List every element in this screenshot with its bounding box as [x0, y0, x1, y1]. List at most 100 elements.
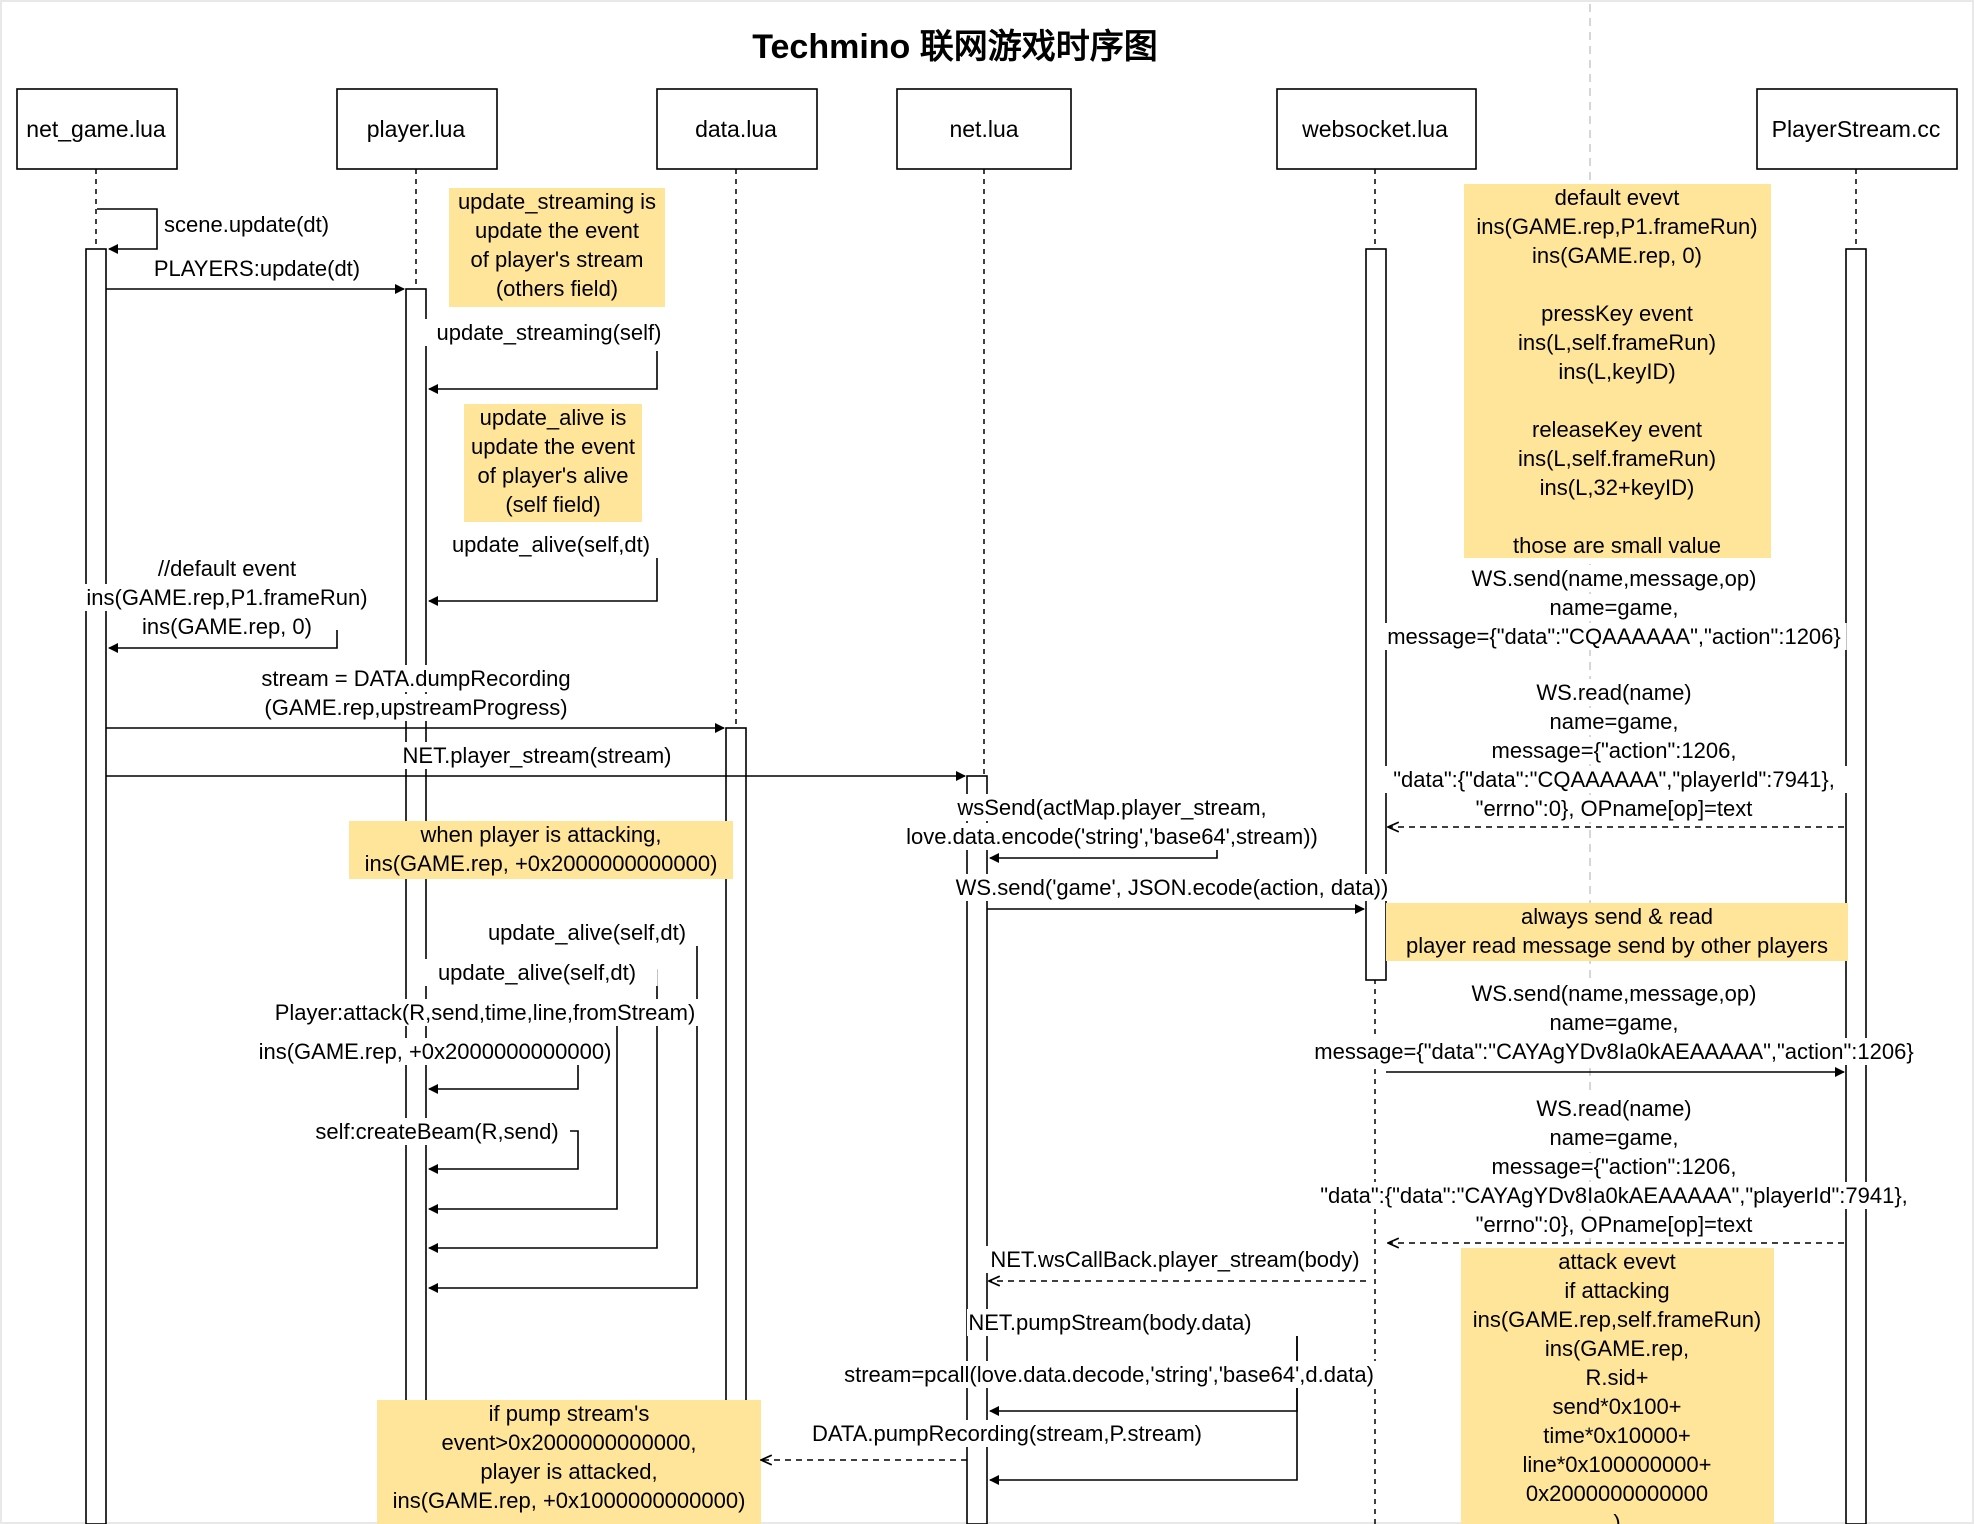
- label-backing: [1538, 1095, 1690, 1122]
- participant-label: data.lua: [695, 116, 777, 142]
- label-backing: [1555, 1124, 1673, 1151]
- participant-net-game-lua: net_game.lua: [16, 88, 178, 170]
- message-label-m13: ins(GAME.rep, +0x2000000000000): [259, 1039, 612, 1064]
- message-label-m21: stream=pcall(love.data.decode,'string','…: [844, 1362, 1374, 1387]
- arrow-create-beam: [428, 1130, 579, 1174]
- participant-label: PlayerStream.cc: [1772, 116, 1941, 142]
- label-backing: [1459, 1211, 1769, 1238]
- participant-net-lua: net.lua: [896, 88, 1072, 170]
- message-label-m07: NET.player_stream(stream): [403, 743, 672, 768]
- participant-heads: net_game.lua player.lua data.lua net.lua web…: [16, 88, 1958, 170]
- message-label-m01: scene.update(dt): [164, 212, 329, 237]
- arrow-update-streaming: [428, 351, 658, 394]
- label-backing: [1476, 565, 1752, 592]
- label-backing: [1381, 623, 1847, 650]
- message-label-m14: self:createBeam(R,send): [315, 1119, 558, 1144]
- label-backing: [1370, 766, 1858, 793]
- label-backing: [394, 742, 680, 769]
- arrow-player-attack: [428, 1011, 618, 1214]
- note-text: when player is attacking,ins(GAME.rep, +…: [365, 822, 718, 876]
- label-backing: [798, 1361, 1420, 1388]
- activation-bar: [966, 775, 988, 1524]
- message-label-m18: WS.read(name)name=game,message={"action"…: [1320, 1096, 1908, 1237]
- message-label-m06: stream = DATA.dumpRecording(GAME.rep,ups…: [261, 666, 570, 720]
- participant-websocket-lua: websocket.lua: [1276, 88, 1477, 170]
- arrow-default-event: [108, 630, 338, 653]
- message-label-m09: WS.send('game', JSON.ecode(action, data)…: [956, 875, 1389, 900]
- message-label-m02: PLAYERS:update(dt): [154, 256, 360, 281]
- label-backing: [261, 665, 571, 692]
- label-backing: [134, 613, 320, 640]
- label-backing: [84, 584, 370, 611]
- label-backing: [258, 1038, 612, 1065]
- label-backing: [416, 959, 658, 986]
- arrow-update-alive: [428, 540, 658, 606]
- message-label-m03: update_streaming(self): [436, 320, 661, 345]
- activation-bar: [725, 727, 747, 1524]
- label-backing: [1555, 708, 1673, 735]
- participant-data-lua: data.lua: [656, 88, 818, 170]
- message-labels: scene.update(dt) PLAYERS:update(dt) update…: [84, 211, 1925, 1447]
- participant-label: net.lua: [949, 116, 1018, 142]
- label-backing: [246, 999, 724, 1026]
- label-backing: [939, 874, 1405, 901]
- label-backing: [1482, 1153, 1746, 1180]
- activation-bar: [405, 288, 427, 1524]
- label-backing: [161, 211, 347, 238]
- activation-bar: [85, 248, 107, 1524]
- message-label-m19: NET.wsCallBack.player_stream(body): [990, 1247, 1359, 1272]
- message-label-m11: update_alive(self,dt): [438, 960, 636, 985]
- label-backing: [868, 823, 1356, 850]
- label-backing: [466, 919, 708, 946]
- activation-bar: [1365, 248, 1387, 981]
- activation-bar: [1845, 248, 1867, 1524]
- message-label-m22: DATA.pumpRecording(stream,P.stream): [812, 1421, 1202, 1446]
- label-backing: [1303, 1182, 1925, 1209]
- label-backing: [153, 255, 361, 282]
- message-label-m16: WS.read(name)name=game,message={"action"…: [1393, 680, 1835, 821]
- label-backing: [967, 1309, 1253, 1336]
- message-label-m08: wsSend(actMap.player_stream,love.data.en…: [906, 795, 1318, 849]
- label-backing: [140, 555, 314, 582]
- label-backing: [1482, 737, 1746, 764]
- label-backing: [1476, 980, 1752, 1007]
- label-backing: [952, 794, 1272, 821]
- message-label-m17: WS.send(name,message,op)name=game,messag…: [1314, 981, 1913, 1064]
- participant-playerstream-cc: PlayerStream.cc: [1756, 88, 1958, 170]
- label-backing: [1555, 1009, 1673, 1036]
- arrow-scene-update: [97, 208, 158, 254]
- label-backing: [1538, 679, 1690, 706]
- participant-player-lua: player.lua: [336, 88, 498, 170]
- message-label-m20: NET.pumpStream(body.data): [968, 1310, 1251, 1335]
- label-backing: [305, 1118, 569, 1145]
- label-backing: [808, 1420, 1206, 1447]
- label-backing: [422, 319, 676, 346]
- message-label-m10: update_alive(self,dt): [488, 920, 686, 945]
- diagram-title: Techmino 联网游戏时序图: [752, 28, 1158, 66]
- message-label-m15: WS.send(name,message,op)name=game,messag…: [1387, 566, 1841, 649]
- participant-label: player.lua: [367, 116, 466, 142]
- participant-label: net_game.lua: [26, 116, 166, 142]
- message-label-m04: update_alive(self,dt): [452, 532, 650, 557]
- label-backing: [1314, 1038, 1914, 1065]
- participant-label: websocket.lua: [1301, 116, 1448, 142]
- label-backing: [1459, 795, 1769, 822]
- label-backing: [261, 694, 571, 721]
- label-backing: [981, 1246, 1369, 1273]
- label-backing: [1555, 594, 1673, 621]
- message-label-m12: Player:attack(R,send,time,line,fromStrea…: [275, 1000, 696, 1025]
